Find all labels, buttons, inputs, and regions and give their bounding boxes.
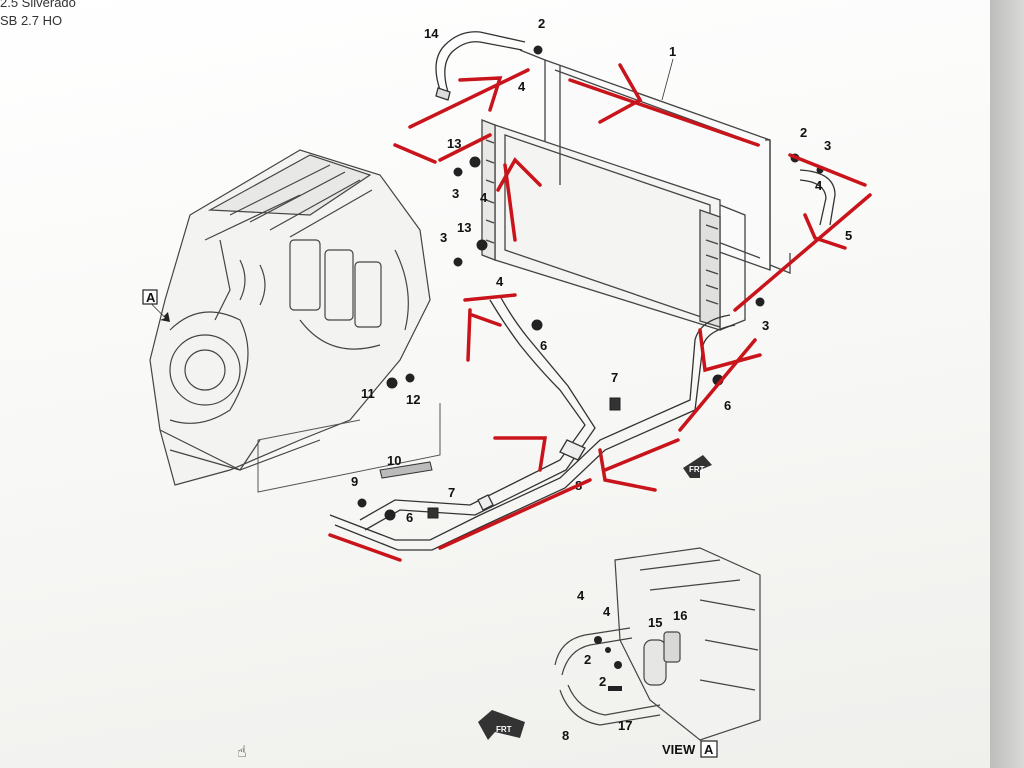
view-a-callouts: 4 4 2 2 15 16 17 8 [562, 588, 687, 743]
view-callout-16: 16 [673, 608, 687, 623]
callout-6-lower: 6 [406, 510, 413, 525]
callout-2-right: 2 [800, 125, 807, 140]
callout-13-upper: 13 [447, 136, 461, 151]
view-a-marker: A [142, 289, 170, 322]
callout-4-right: 4 [815, 178, 823, 193]
callout-9: 9 [351, 474, 358, 489]
front-arrow-indicator-bottom: FRT [478, 710, 525, 740]
cooler-lines-part-8 [329, 295, 736, 551]
view-label-text: VIEW [662, 742, 696, 757]
view-label-letter: A [704, 742, 714, 757]
header-line-1: 2.5 Silverado [0, 0, 76, 10]
view-callout-4-a: 4 [577, 588, 585, 603]
view-a-fasteners [594, 636, 622, 691]
red-annotations [328, 63, 872, 562]
front-arrow-label: FRT [689, 465, 705, 474]
diagram-page: 2.5 Silverado SB 2.7 HO A [0, 0, 995, 768]
callout-4-upper: 4 [480, 190, 488, 205]
callout-3-upper: 3 [452, 186, 459, 201]
view-callout-4-b: 4 [603, 604, 611, 619]
view-a-label: VIEW A [662, 740, 718, 758]
callout-6-upper: 6 [540, 338, 547, 353]
callout-3-lower: 3 [440, 230, 447, 245]
monitor-bezel [990, 0, 1024, 768]
hose-part-14 [435, 31, 526, 101]
front-arrow-label-bottom: FRT [496, 725, 512, 734]
front-arrow-indicator: FRT [683, 455, 712, 478]
callout-10: 10 [387, 453, 401, 468]
callout-7-upper: 7 [611, 370, 618, 385]
callout-numbers: 1 2 4 14 2 3 4 5 13 3 4 13 3 4 6 3 6 7 8… [351, 16, 852, 525]
callout-3-right: 3 [824, 138, 831, 153]
callout-7-lower: 7 [448, 485, 455, 500]
bracket-group-outline [257, 403, 441, 493]
header-line-2: SB 2.7 HO [0, 13, 63, 28]
view-callout-2-a: 2 [584, 652, 591, 667]
document-header: 2.5 Silverado SB 2.7 HO [0, 0, 76, 30]
cooler-line-diagram: A [142, 16, 872, 758]
callout-4-top: 4 [518, 79, 526, 94]
view-callout-2-b: 2 [599, 674, 606, 689]
view-callout-8: 8 [562, 728, 569, 743]
hose-part-5 [799, 169, 836, 226]
view-callout-17: 17 [618, 718, 632, 733]
view-a-inset [554, 547, 761, 741]
callout-4-lower: 4 [496, 274, 504, 289]
callout-13-lower: 13 [457, 220, 471, 235]
callout-12: 12 [406, 392, 420, 407]
hand-cursor-icon: ☝ [237, 744, 247, 761]
callout-6-right: 6 [724, 398, 731, 413]
callout-3-mid: 3 [762, 318, 769, 333]
callout-5: 5 [845, 228, 852, 243]
callout-11: 11 [361, 386, 375, 401]
view-marker-letter: A [146, 290, 156, 305]
callout-14: 14 [424, 26, 439, 41]
callout-2-top: 2 [538, 16, 545, 31]
callout-1: 1 [669, 44, 676, 59]
engine-illustration [149, 149, 431, 486]
view-callout-15: 15 [648, 615, 662, 630]
